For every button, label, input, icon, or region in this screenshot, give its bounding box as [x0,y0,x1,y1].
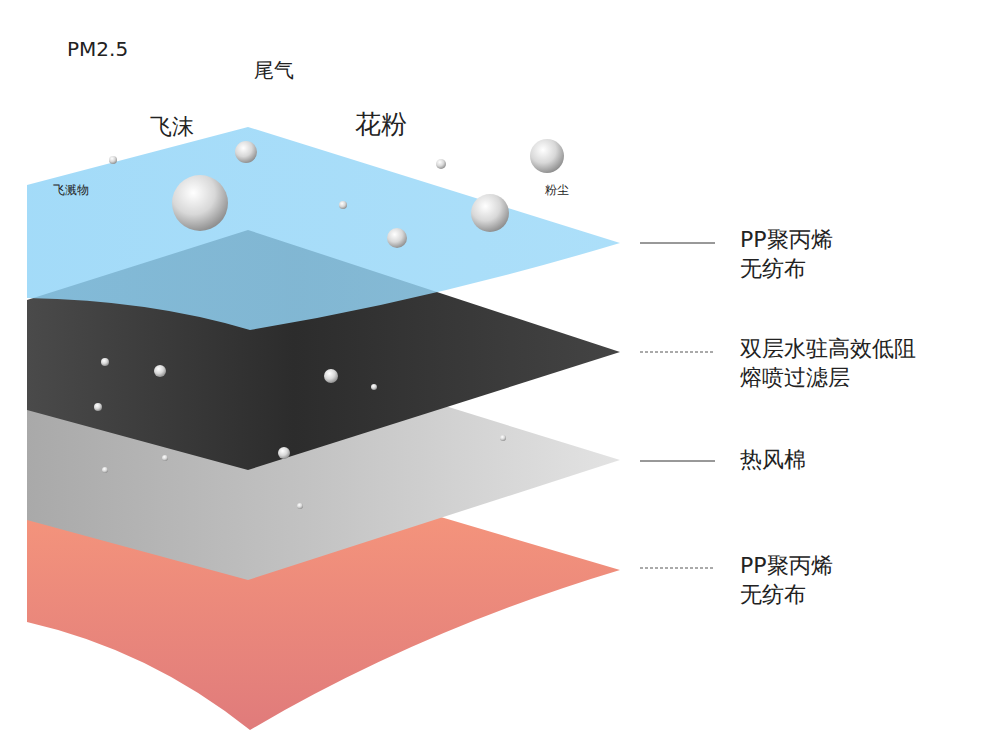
particle-label: 飞溅物 [53,183,89,199]
particle [387,228,407,248]
particle-label: 花粉 [355,108,407,142]
particle [530,139,564,173]
particle [278,447,290,459]
leader-line [640,352,715,353]
inner-pp-layer [27,127,620,330]
particle-label: 飞沫 [150,113,194,142]
particle [471,194,509,232]
particle [500,435,506,441]
particle-label: 尾气 [254,57,294,83]
particle [371,384,377,390]
particle [102,467,108,473]
particle [94,403,102,411]
particle [324,369,338,383]
particles [94,139,564,509]
particle [101,358,109,366]
particle [235,141,257,163]
particle-label: 粉尘 [545,183,569,199]
particle [436,159,446,169]
layer-label: PP聚丙烯 无纺布 [740,226,850,283]
particle-label: PM2.5 [67,36,128,62]
particle [297,503,303,509]
layer-label: 热风棉 [740,446,806,475]
leader-line [640,568,715,569]
particle [109,156,117,164]
particle [172,175,228,231]
leader-line [640,243,715,244]
layer-label: 双层水驻高效低阻 熔喷过滤层 [740,335,925,392]
leader-line [640,461,715,462]
particle [339,201,347,209]
layer-label: PP聚丙烯 无纺布 [740,552,850,609]
particle [154,365,166,377]
particle [162,455,168,461]
